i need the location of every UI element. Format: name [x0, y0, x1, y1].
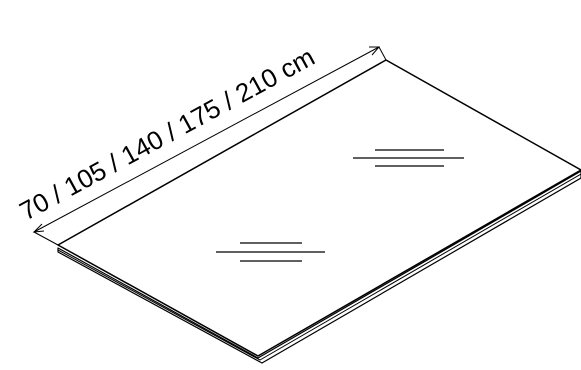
dimension-tick-end: [378, 46, 387, 61]
dimension-line: [32, 46, 387, 246]
panel-edge-bottom: [57, 170, 581, 364]
panel: [57, 59, 581, 364]
panel-edge-line-1: [57, 173, 581, 361]
reflection-marks-left: [216, 242, 325, 262]
reflection-marks-right: [353, 149, 464, 167]
dimension-arrow-start: [32, 223, 45, 233]
panel-top-face: [57, 59, 581, 357]
dimension-arrow-end: [369, 46, 381, 56]
dimension-tick-start: [33, 231, 59, 246]
dimension-line-main: [33, 46, 380, 233]
